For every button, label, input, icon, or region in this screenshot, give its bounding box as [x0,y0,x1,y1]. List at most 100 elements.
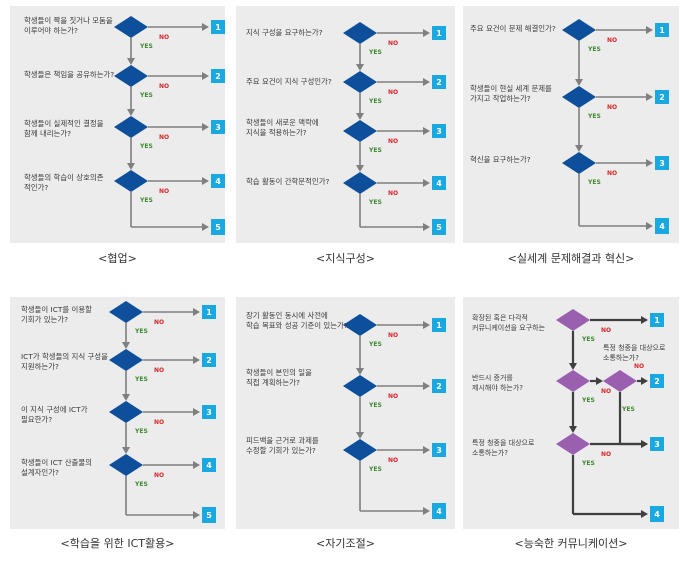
question-text: 학생들은 책임을 공유하는가? [24,70,115,79]
yes-label: YES [139,43,153,50]
yes-label: YES [139,92,153,99]
yes-arrow-head [356,113,364,120]
decision-diamond [114,116,148,138]
yes-arrow-head [122,342,130,349]
decision-diamond [343,22,377,44]
panel-caption: <자기조절> [316,537,375,550]
decision-diamond-side [603,370,637,392]
no-arrow-head [193,408,200,416]
outcome-box [202,458,216,472]
question-text: 장기 활동인 동시에 사전에 학습 목표와 성공 기준이 있는가? [246,311,348,330]
outcome-box-label: 1 [215,23,221,32]
yes-arrow-final-head [423,507,430,515]
yes-arrow-head [569,363,577,370]
no-arrow-head [646,159,653,167]
decision-diamond [343,120,377,142]
outcome-box [211,69,225,83]
no-arrow-head [202,23,209,31]
no-label: NO [388,332,398,339]
outcome-box [202,405,216,419]
no-arrow-head [423,382,430,390]
no-label: NO [159,34,169,41]
no-label: NO [607,37,617,44]
outcome-box-label: 4 [436,179,442,188]
yes-label: YES [621,406,635,413]
outcome-box-label: 2 [436,382,442,391]
no-arrow-head [202,123,209,131]
outcome-box-label: 4 [436,507,442,516]
outcome-box-label: 1 [654,316,660,325]
decision-diamond [114,170,148,192]
yes-label: YES [134,481,148,488]
outcome-box [655,23,669,37]
outcome-box [202,507,216,523]
no-arrow-head [193,356,200,364]
outcome-box-label: 5 [206,511,212,520]
outcome-box-label: 3 [215,123,221,132]
yes-label: YES [581,336,595,343]
outcome-box-label: 2 [654,377,660,386]
outcome-box [202,305,216,319]
no-label: NO [388,40,398,47]
no-arrow-side-head [596,377,603,385]
yes-label: YES [368,199,382,206]
no-arrow-head [641,316,648,324]
decision-diamond [556,309,590,331]
outcome-box [432,379,446,393]
yes-arrow-head [356,432,364,439]
panel-caption: <협업> [98,252,137,265]
outcome-box [650,374,664,388]
question-text: 혁신을 요구하는가? [470,155,531,164]
question-text: 학생들이 ICT를 이용할 기회가 있는가? [21,305,92,324]
no-label: NO [607,170,617,177]
yes-arrow-head [122,394,130,401]
yes-arrow-head [575,79,583,86]
no-arrow-head [646,26,653,34]
yes-label: YES [368,466,382,473]
no-label: NO [388,89,398,96]
no-arrow-head [202,72,209,80]
outcome-box [655,156,669,170]
outcome-box [650,506,664,522]
outcome-box-label: 2 [206,356,212,365]
no-label: NO [601,451,611,458]
outcome-box-label: 4 [215,177,221,186]
outcome-box-label: 4 [654,510,660,519]
yes-label: YES [581,397,595,404]
yes-arrow-final-head [641,510,648,518]
yes-arrow-final-head [193,511,200,519]
outcome-box [432,176,446,190]
decision-diamond [114,65,148,87]
no-arrow-head [423,446,430,454]
decision-diamond [343,71,377,93]
decision-diamond [562,86,596,108]
yes-arrow-head [569,426,577,433]
outcome-box-label: 4 [659,222,665,231]
no-arrow-head [202,177,209,185]
outcome-box-label: 1 [659,26,665,35]
outcome-box [650,437,664,451]
yes-label: YES [134,428,148,435]
decision-diamond [556,433,590,455]
yes-label: YES [139,197,153,204]
decision-diamond [562,152,596,174]
question-text: 이 지식 구성에 ICT가 필요한가? [21,405,88,424]
outcome-box [432,503,446,519]
decision-diamond [343,375,377,397]
outcome-box [211,120,225,134]
outcome-box-label: 3 [436,127,442,136]
outcome-box [432,124,446,138]
yes-label: YES [139,143,153,150]
yes-arrow-head [356,368,364,375]
outcome-box [655,90,669,104]
no-label: NO [601,388,611,395]
outcome-box-label: 2 [215,72,221,81]
question-text: 지식 구성을 요구하는가? [246,28,323,37]
